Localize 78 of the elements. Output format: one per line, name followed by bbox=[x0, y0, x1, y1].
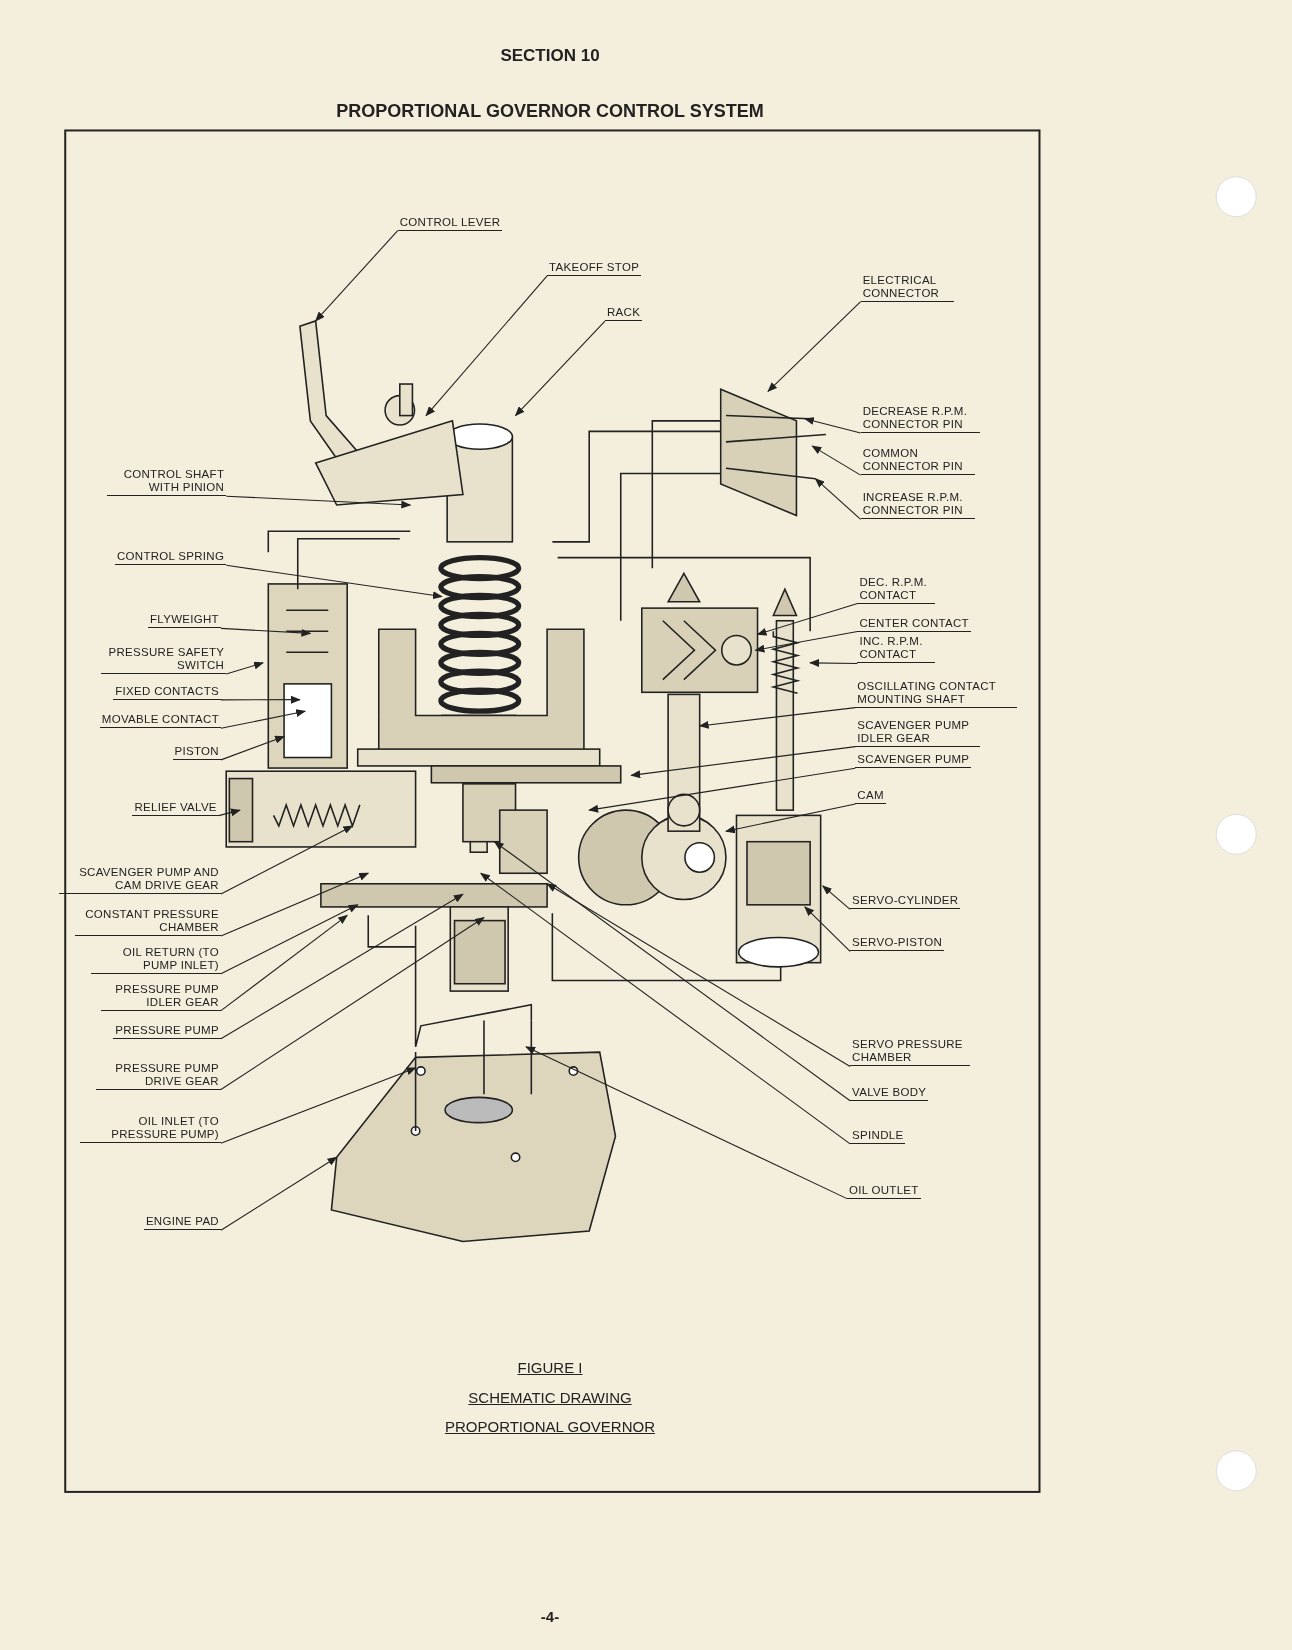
leader-line bbox=[220, 1067, 417, 1144]
part-label: MOVABLE CONTACT bbox=[99, 713, 221, 729]
leader-line bbox=[767, 301, 862, 393]
leader-line bbox=[220, 916, 485, 1091]
page-title: PROPORTIONAL GOVERNOR CONTROL SYSTEM bbox=[335, 101, 765, 122]
part-label: CENTER CONTACT bbox=[857, 616, 971, 632]
leader-line bbox=[811, 445, 862, 476]
leader-line bbox=[425, 275, 548, 417]
part-label: PISTON bbox=[172, 744, 221, 760]
leader-line bbox=[546, 883, 851, 1067]
part-label: SCAVENGER PUMP IDLER GEAR bbox=[855, 718, 981, 747]
leader-line bbox=[803, 417, 862, 434]
leader-line bbox=[220, 914, 348, 1012]
leader-line bbox=[220, 872, 370, 937]
leader-line bbox=[493, 841, 851, 1102]
part-label: PRESSURE PUMP bbox=[113, 1023, 221, 1039]
leader-line bbox=[725, 803, 856, 834]
part-label: CONSTANT PRESSURE CHAMBER bbox=[74, 907, 221, 936]
part-label: OIL INLET (TO PRESSURE PUMP) bbox=[80, 1115, 221, 1144]
part-label: DEC. R.P.M. CONTACT bbox=[857, 575, 936, 604]
part-label: SCAVENGER PUMP AND CAM DRIVE GEAR bbox=[59, 865, 221, 894]
figure-caption: SCHEMATIC DRAWING bbox=[467, 1388, 633, 1406]
part-label: FIXED CONTACTS bbox=[113, 684, 221, 700]
part-label: INCREASE R.P.M. CONNECTOR PIN bbox=[860, 491, 976, 520]
part-label: ELECTRICAL CONNECTOR bbox=[860, 273, 955, 302]
leader-line bbox=[514, 320, 606, 417]
leader-line bbox=[220, 735, 285, 761]
figure-caption: PROPORTIONAL GOVERNOR bbox=[443, 1418, 656, 1436]
leader-line bbox=[220, 893, 464, 1040]
leader-line bbox=[220, 627, 312, 637]
part-label: RACK bbox=[604, 306, 643, 322]
leader-line bbox=[220, 825, 354, 895]
leader-line bbox=[804, 906, 851, 952]
part-label: CAM bbox=[855, 789, 886, 805]
part-label: SERVO PRESSURE CHAMBER bbox=[850, 1038, 970, 1067]
leader-line bbox=[756, 602, 858, 636]
leader-line bbox=[220, 709, 307, 729]
part-label: TAKEOFF STOP bbox=[547, 260, 642, 276]
part-label: PRESSURE PUMP IDLER GEAR bbox=[101, 982, 221, 1011]
leader-line bbox=[630, 746, 856, 779]
part-label: OIL OUTLET bbox=[846, 1183, 921, 1199]
leader-line bbox=[588, 767, 856, 813]
part-label: COMMON CONNECTOR PIN bbox=[860, 447, 976, 476]
leader-line bbox=[822, 885, 851, 910]
leader-line bbox=[754, 631, 858, 653]
part-label: INC. R.P.M. CONTACT bbox=[857, 635, 936, 664]
part-label: SERVO-PISTON bbox=[850, 936, 945, 952]
section-heading: SECTION 10 bbox=[499, 46, 601, 67]
leader-line bbox=[225, 661, 264, 675]
leader-line bbox=[218, 808, 241, 817]
part-label: PRESSURE SAFETY SWITCH bbox=[101, 646, 227, 674]
leader-line bbox=[314, 230, 399, 322]
part-label: PRESSURE PUMP DRIVE GEAR bbox=[95, 1061, 221, 1090]
leader-line bbox=[225, 564, 443, 600]
leader-line bbox=[220, 1156, 338, 1231]
part-label: VALVE BODY bbox=[850, 1085, 929, 1101]
part-label: CONTROL SPRING bbox=[114, 550, 227, 566]
leader-line bbox=[225, 495, 412, 509]
leader-line bbox=[525, 1046, 848, 1200]
part-label: ENGINE PAD bbox=[143, 1215, 221, 1231]
part-label: OSCILLATING CONTACT MOUNTING SHAFT bbox=[855, 679, 1018, 708]
leader-line bbox=[220, 695, 301, 704]
leader-line bbox=[480, 872, 851, 1145]
leader-line bbox=[220, 904, 359, 975]
figure-number: FIGURE I bbox=[516, 1359, 584, 1377]
part-label: CONTROL SHAFT WITH PINION bbox=[106, 468, 227, 497]
leader-line bbox=[814, 478, 862, 520]
part-label: SCAVENGER PUMP bbox=[855, 753, 972, 769]
part-label: SERVO-CYLINDER bbox=[850, 894, 961, 910]
part-label: SPINDLE bbox=[850, 1128, 906, 1144]
part-label: FLYWEIGHT bbox=[148, 613, 221, 629]
part-label: CONTROL LEVER bbox=[397, 215, 503, 231]
part-label: OIL RETURN (TO PUMP INLET) bbox=[90, 945, 221, 974]
part-label: DECREASE R.P.M. CONNECTOR PIN bbox=[860, 405, 981, 434]
leader-line bbox=[809, 658, 858, 667]
leader-line bbox=[698, 707, 856, 729]
page-number: -4- bbox=[539, 1607, 561, 1625]
part-label: RELIEF VALVE bbox=[132, 800, 219, 816]
